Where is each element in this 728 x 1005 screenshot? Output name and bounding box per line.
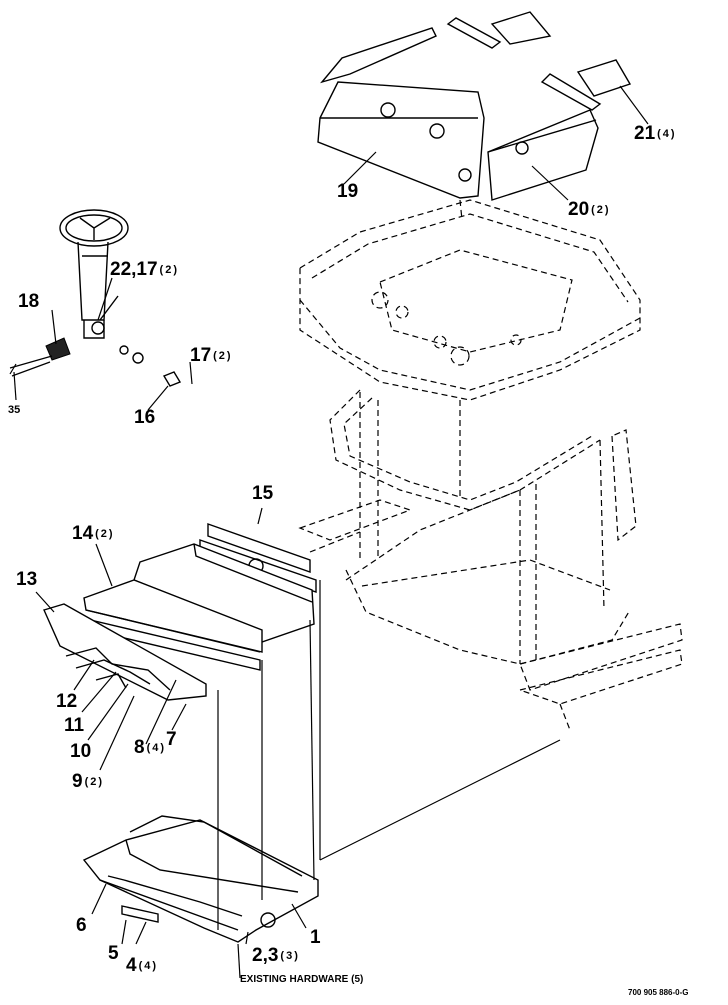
callout-20: 20(2) — [568, 199, 611, 220]
callout-10: 10 — [70, 741, 92, 762]
callout-4: 4(4) — [126, 955, 159, 976]
cab-roof-shell — [299, 199, 641, 401]
steering-column — [59, 209, 182, 387]
leader-lines — [9, 85, 649, 979]
callout-12: 12 — [56, 691, 78, 712]
callout-2-3: 2,3(3) — [252, 945, 300, 966]
callout-35: 35 — [8, 404, 21, 416]
callout-1: 1 — [310, 927, 321, 948]
roof-strip-top — [446, 17, 502, 49]
roof-pad-upper — [490, 11, 552, 45]
roof-panel-19 — [317, 81, 485, 199]
roof-panel-20 — [487, 109, 599, 201]
callout-22-17: 22,17(2) — [110, 259, 179, 280]
callout-16: 16 — [134, 407, 156, 428]
callout-9: 9(2) — [72, 771, 105, 792]
callout-19: 19 — [337, 181, 359, 202]
callout-8: 8(4) — [134, 737, 167, 758]
roof-strip-right — [540, 73, 602, 111]
floor-mat-stack — [43, 523, 317, 701]
roof-pad-21 — [576, 59, 632, 97]
floor-pan — [82, 815, 319, 943]
projection-lines — [217, 580, 561, 930]
callout-6: 6 — [76, 915, 87, 936]
cab-frame — [298, 389, 683, 731]
existing-hardware-note: EXISTING HARDWARE (5) — [240, 974, 364, 985]
callout-5: 5 — [108, 943, 119, 964]
drawing-number: 700 905 886-0-G — [628, 988, 689, 997]
roof-strip-left — [320, 27, 437, 84]
callout-21: 21(4) — [634, 123, 677, 144]
pedal-18 — [9, 337, 71, 377]
callout-18: 18 — [18, 291, 40, 312]
callout-15: 15 — [252, 483, 274, 504]
callout-17: 17(2) — [190, 345, 233, 366]
callout-7: 7 — [166, 729, 177, 750]
callout-11: 11 — [64, 715, 85, 736]
callout-14: 14(2) — [72, 523, 115, 544]
callout-13: 13 — [16, 569, 38, 590]
